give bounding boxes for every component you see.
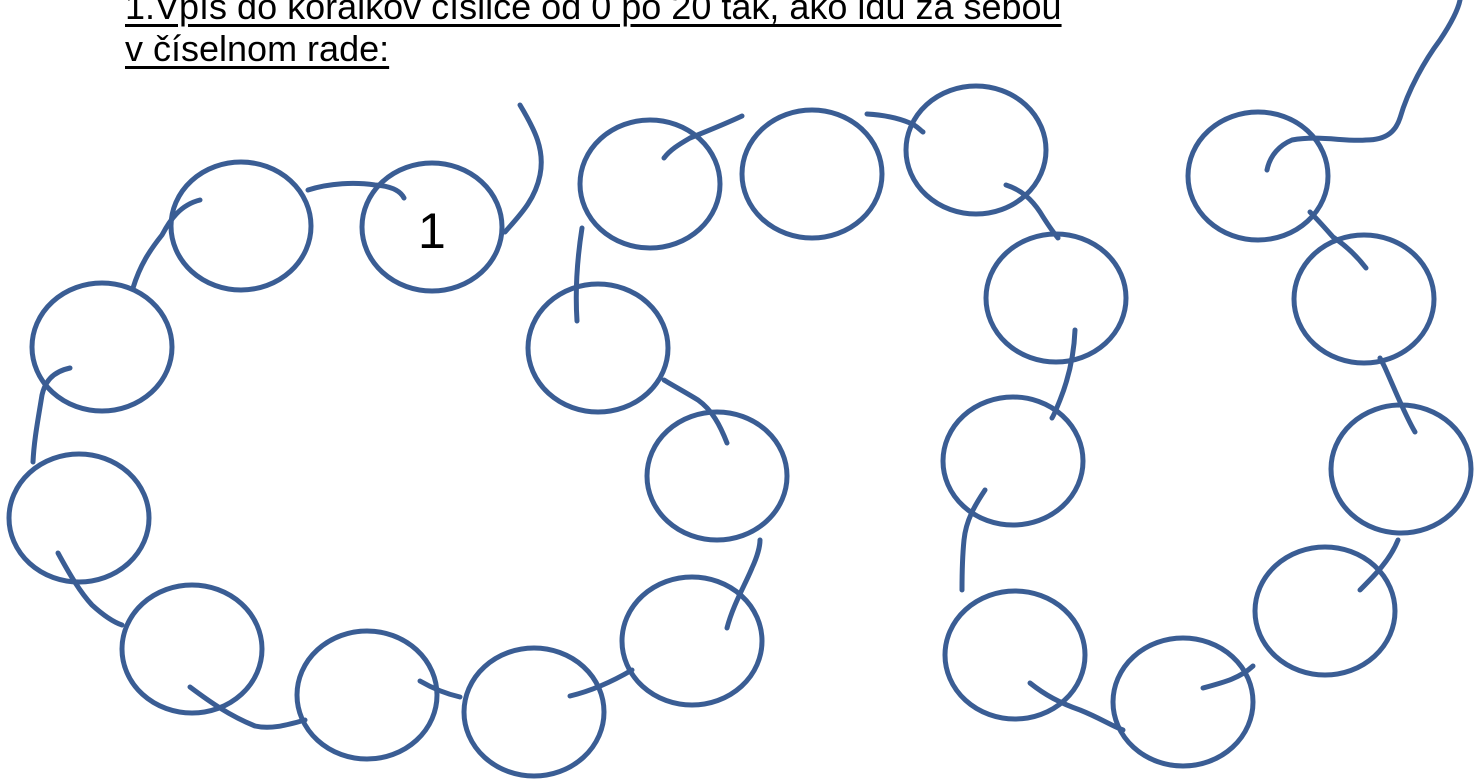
bead: [577, 117, 723, 251]
instruction-line-1: 1.Vpíš do korálkov číslice od 0 po 20 ta…: [125, 0, 1062, 27]
instruction-text: 1.Vpíš do korálkov číslice od 0 po 20 ta…: [125, 0, 1062, 70]
bead: [1252, 544, 1398, 678]
thread-segment: [567, 667, 635, 699]
bead-number-label: 1: [418, 203, 446, 259]
beads: [6, 83, 1474, 779]
thread-segment: [573, 225, 585, 324]
bead: [644, 409, 790, 543]
bead: [983, 231, 1129, 365]
bead: [6, 451, 152, 585]
thread-segment: [55, 550, 125, 628]
thread-segment: [1200, 663, 1256, 691]
bead: [619, 574, 765, 708]
bead: [1328, 402, 1474, 536]
thread-segment: [502, 102, 544, 235]
thread-segment: [1049, 327, 1078, 421]
instruction-line-2: v číselnom rade:: [125, 28, 390, 69]
thread-segment: [1264, 0, 1463, 173]
thread-segment: [1307, 209, 1369, 271]
thread-segment: [1027, 680, 1126, 733]
thread-segment: [417, 678, 463, 700]
bead: [1291, 232, 1437, 366]
bead: [294, 628, 440, 762]
thread-segment: [661, 113, 745, 161]
thread-segment: [661, 377, 730, 446]
bead: [119, 582, 265, 716]
bead: [29, 280, 175, 414]
bead: [739, 107, 885, 241]
thread-segment: [30, 365, 73, 465]
bead: [461, 645, 607, 779]
bead: [940, 394, 1086, 528]
thread-segment: [1003, 182, 1061, 241]
bead: [1110, 635, 1256, 769]
bead: [168, 159, 314, 293]
bead: [359, 160, 505, 294]
bead: [1185, 109, 1331, 243]
thread-segment: [1357, 537, 1401, 593]
bead: [942, 588, 1088, 722]
thread-lines: [30, 0, 1463, 733]
thread-segment: [305, 180, 407, 201]
bead: [525, 281, 671, 415]
thread-segment: [130, 197, 203, 291]
thread-segment: [187, 684, 308, 730]
bead: [903, 83, 1049, 217]
thread-segment: [1377, 355, 1418, 435]
thread-segment: [959, 487, 988, 593]
thread-segment: [724, 537, 763, 631]
